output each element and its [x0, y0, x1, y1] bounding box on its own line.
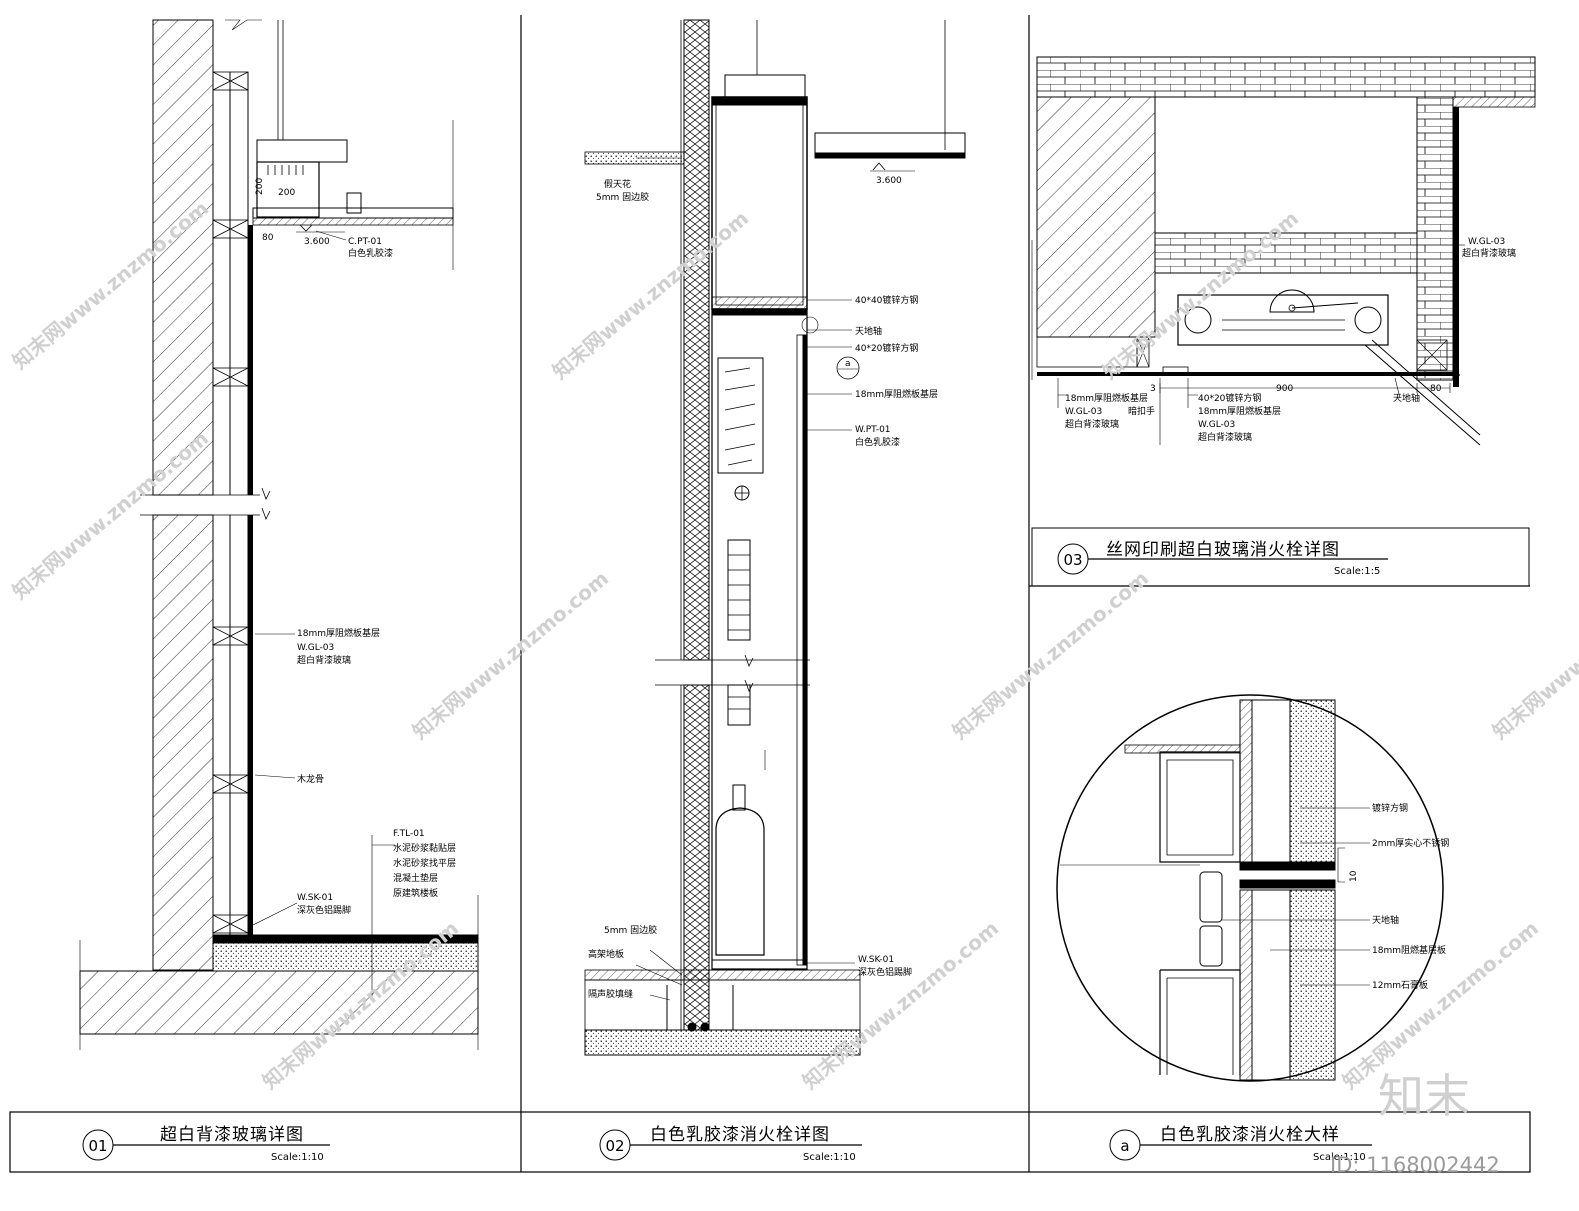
panel-a-title-block: a 白色乳胶漆消火栓大样 Scale:1:10: [1109, 1125, 1372, 1163]
panel-a-scale: Scale:1:10: [1313, 1152, 1366, 1163]
level-3600: 3.600: [876, 176, 902, 186]
dim-200-horizontal: 200: [278, 188, 295, 198]
panel-02-title-block: 02 白色乳胶漆消火栓详图 Scale:1:10: [599, 1125, 862, 1163]
watermark-id: ID: 1168002442: [1330, 1153, 1500, 1177]
panel-02-labels: 假天花 5mm 固边胶 3.600 40*40镀锌方钢 天地轴 40*20镀锌方…: [588, 176, 938, 1000]
watermark-text: 知末网www.znzmo.com: [408, 566, 613, 744]
panel-a-title: 白色乳胶漆消火栓大样: [1160, 1125, 1340, 1145]
panel-01-labels: 200 200 80 3.600 C.PT-01 白色乳胶漆 18mm厚阻燃板基…: [255, 178, 456, 916]
raised-floor-label: 高架地板: [588, 948, 624, 960]
panel-01-title: 超白背漆玻璃详图: [160, 1125, 304, 1145]
floor-layer-4: 原建筑楼板: [393, 887, 438, 899]
ceiling-desc: 白色乳胶漆: [348, 247, 393, 259]
glass-code-top: W.GL-03: [1468, 237, 1505, 247]
board-label: 18mm阻燃基层板: [1372, 944, 1446, 956]
dim-900: 900: [1276, 384, 1293, 394]
gypsum-label: 12mm石膏板: [1372, 979, 1428, 991]
panel-03-title-block: 03 丝网印刷超白玻璃消火栓详图 Scale:1:5: [1057, 540, 1388, 577]
skirt-code: W.SK-01: [858, 955, 894, 965]
board-mid-label: 18mm厚阻燃板基层: [1198, 405, 1281, 417]
steel-label: 镀锌方钢: [1372, 802, 1408, 814]
detail-a-drawing: [1056, 694, 1444, 1082]
edge-glue-bottom-label: 5mm 固边胶: [604, 924, 657, 936]
pivot-label: 天地轴: [1372, 914, 1399, 926]
board-label: 18mm厚阻燃板基层: [855, 388, 938, 400]
detail-a-labels: 镀锌方钢 2mm厚实心不锈钢 10 天地轴 18mm阻燃基层板 12mm石膏板: [1349, 802, 1449, 991]
stainless-label: 2mm厚实心不锈钢: [1372, 837, 1449, 849]
watermark-text: 知末网www.znzmo.com: [948, 566, 1153, 744]
glass-desc-left: 超白背漆玻璃: [1065, 418, 1119, 430]
board-label: 18mm厚阻燃板基层: [297, 627, 380, 639]
panel-01-scale: Scale:1:10: [271, 1152, 324, 1163]
floor-layer-1: 水泥砂浆黏贴层: [393, 842, 456, 854]
sound-seal-label: 隔声胶填缝: [588, 988, 633, 1000]
dim-3: 3: [1150, 384, 1156, 394]
panel-02-number: 02: [605, 1137, 624, 1155]
level-3600: 3.600: [304, 237, 330, 247]
pivot-label: 天地轴: [855, 325, 882, 337]
skirt-desc: 深灰色铝踢脚: [297, 904, 351, 916]
panel-02-title: 白色乳胶漆消火栓详图: [650, 1125, 830, 1145]
keel-label: 木龙骨: [297, 773, 324, 785]
glass-desc-top: 超白背漆玻璃: [1462, 247, 1516, 259]
watermark-text: 知末网www.znzmo.com: [1488, 566, 1579, 744]
fake-ceiling-label: 假天花: [604, 178, 631, 190]
dim-80: 80: [262, 233, 274, 243]
paint-desc: 白色乳胶漆: [855, 436, 900, 448]
sheet-frame: [9, 15, 1531, 1173]
ceiling-code: C.PT-01: [348, 237, 382, 247]
steel-4020-label: 40*20镀锌方钢: [1198, 392, 1261, 404]
panel-03-number: 03: [1063, 551, 1082, 569]
panel-01-drawing: [79, 19, 479, 1050]
pivot-label: 天地轴: [1393, 392, 1420, 404]
panel-01-number: 01: [88, 1137, 107, 1155]
detail-a-marker: a: [845, 359, 851, 369]
skirt-desc: 深灰色铝踢脚: [858, 966, 912, 978]
steel-4040-label: 40*40镀锌方钢: [855, 294, 918, 306]
watermark-text: 知末网www.znzmo.com: [1338, 916, 1543, 1094]
hidden-handle-label: 暗扣手: [1128, 405, 1155, 417]
panel-02-scale: Scale:1:10: [803, 1152, 856, 1163]
panel-03-title: 丝网印刷超白玻璃消火栓详图: [1106, 540, 1340, 560]
watermark-text: 知末网www.znzmo.com: [798, 916, 1003, 1094]
panel-a-number: a: [1120, 1137, 1129, 1155]
watermark-logo: 知末: [1378, 1069, 1470, 1123]
glass-code-left: W.GL-03: [1065, 407, 1102, 417]
board-left-label: 18mm厚阻燃板基层: [1065, 392, 1148, 404]
watermark-text: 知末网www.znzmo.com: [548, 206, 753, 384]
floor-layer-3: 混凝土垫层: [393, 872, 438, 884]
glass-code: W.GL-03: [297, 643, 334, 653]
dim-10: 10: [1349, 870, 1359, 882]
steel-4020-label: 40*20镀锌方钢: [855, 342, 918, 354]
glass-code-mid: W.GL-03: [1198, 420, 1235, 430]
paint-code: W.PT-01: [855, 425, 891, 435]
floor-layer-2: 水泥砂浆找平层: [393, 857, 456, 869]
panel-03-drawing: [1031, 56, 1536, 446]
glass-desc-mid: 超白背漆玻璃: [1198, 431, 1252, 443]
dim-200-vertical: 200: [255, 178, 265, 195]
panel-03-labels: W.GL-03 超白背漆玻璃 900 80 3 18mm厚阻燃板基层 W.GL-…: [1065, 237, 1516, 443]
dim-80: 80: [1430, 384, 1442, 394]
floor-code: F.TL-01: [393, 829, 425, 839]
panel-02-drawing: [584, 19, 966, 1056]
skirt-code: W.SK-01: [297, 893, 333, 903]
panel-03-scale: Scale:1:5: [1334, 566, 1380, 577]
panel-01-title-block: 01 超白背漆玻璃详图 Scale:1:10: [82, 1125, 330, 1163]
edge-glue-label: 5mm 固边胶: [596, 191, 649, 203]
glass-desc: 超白背漆玻璃: [297, 654, 351, 666]
